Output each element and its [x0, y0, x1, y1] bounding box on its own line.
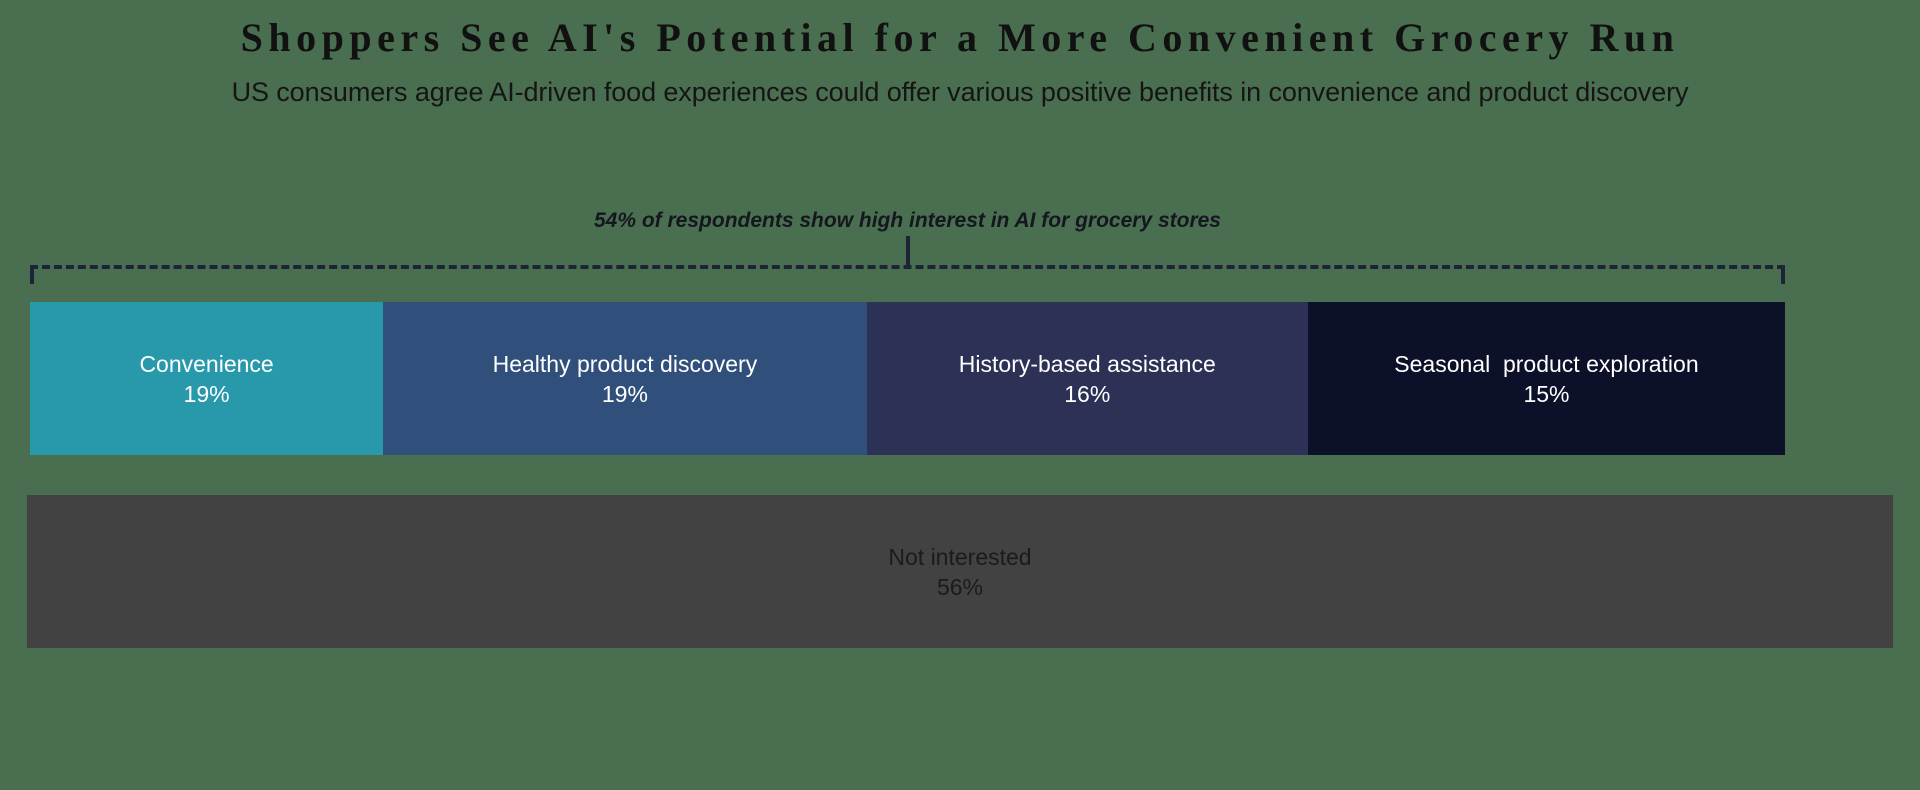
- bar-segment-not-interested[interactable]: Not interested 56%: [27, 495, 1893, 648]
- page-title: Shoppers See AI's Potential for a More C…: [240, 15, 1680, 60]
- bar-segment-label: Convenience: [139, 350, 274, 377]
- bar-segment-label: History-based assistance: [958, 350, 1216, 377]
- bar-segment-label: Healthy product discovery: [492, 350, 758, 377]
- bar-segment-value: 19%: [601, 380, 648, 407]
- bracket-dashed-line: [30, 265, 1785, 269]
- bar-segment-convenience[interactable]: Convenience 19%: [30, 302, 384, 455]
- bar-segment-label: Seasonal product exploration: [1394, 350, 1699, 377]
- page-subtitle: US consumers agree AI-driven food experi…: [231, 77, 1689, 107]
- annotation-text: 54% of respondents show high interest in…: [593, 209, 1221, 232]
- bracket-tick-center: [906, 236, 910, 265]
- bar-segment-value: 19%: [183, 380, 230, 407]
- bar-segment-label: Not interested: [888, 543, 1032, 570]
- bar-segment-seasonal-product-exploration[interactable]: Seasonal product exploration 15%: [1307, 302, 1786, 455]
- stacked-bar-interested: Convenience 19% Healthy product discover…: [30, 302, 1786, 455]
- bar-segment-value: 56%: [936, 573, 984, 600]
- bar-segment-value: 16%: [1064, 380, 1111, 407]
- bracket-tick-left: [30, 265, 34, 284]
- bar-segment-healthy-product-discovery[interactable]: Healthy product discovery 19%: [383, 302, 867, 455]
- bracket-callout: [30, 236, 1785, 284]
- bracket-tick-right: [1781, 265, 1785, 284]
- bar-segment-value: 15%: [1523, 380, 1570, 407]
- bar-segment-history-based-assistance[interactable]: History-based assistance 16%: [866, 302, 1308, 455]
